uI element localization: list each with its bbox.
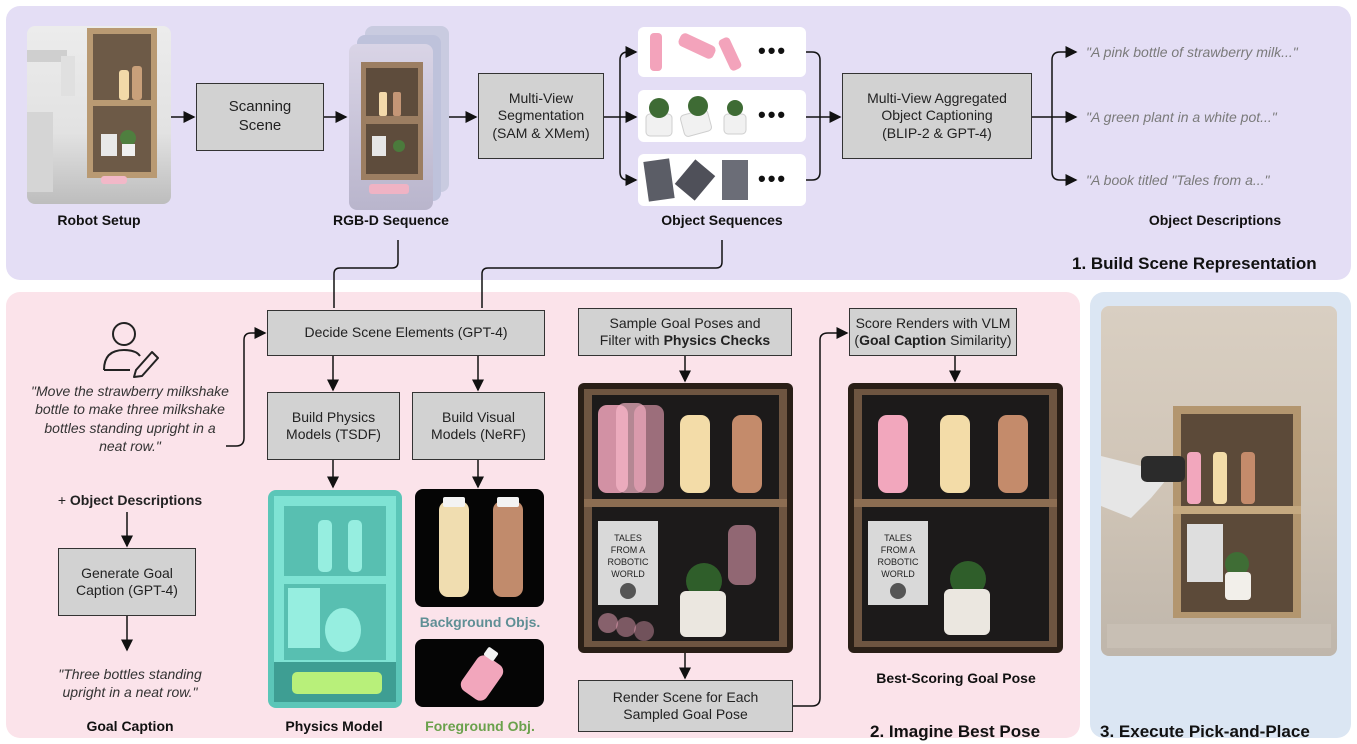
plus-object-descriptions: + Object Descriptions [30,492,230,508]
object-descriptions-label: Object Descriptions [1148,212,1282,228]
svg-text:TALES: TALES [614,533,642,543]
section-imagine-title: 2. Imagine Best Pose [870,722,1041,741]
section-execute-title: 3. Execute Pick-and-Place [1100,722,1310,741]
score-renders-box: Score Renders with VLM (Goal Caption Sim… [849,308,1017,356]
plus-object-descriptions-bold: Object Descriptions [69,492,203,508]
physics-model-label: Physics Model [285,718,383,734]
generate-goal-caption-box: Generate Goal Caption (GPT-4) [58,548,196,616]
svg-text:ROBOTIC: ROBOTIC [607,557,649,567]
object-sequence-plant [638,90,806,142]
sample-goal-poses-prefix: Filter with [599,332,664,348]
svg-text:WORLD: WORLD [881,569,915,579]
foreground-obj-label: Foreground Obj. [425,718,535,734]
svg-text:ROBOTIC: ROBOTIC [877,557,919,567]
score-renders-line2: (Goal Caption Similarity) [854,332,1011,350]
robot-setup-label: Robot Setup [57,212,141,228]
score-renders-rest: Similarity) [946,332,1012,348]
section-build-title: 1. Build Scene Representation [1072,254,1317,273]
segmentation-box: Multi-View Segmentation (SAM & XMem) [478,73,604,159]
ellipsis-milk: ••• [758,38,788,63]
background-objs-image [415,489,544,607]
sample-goal-poses-line1: Sample Goal Poses and [609,314,761,331]
best-scoring-label: Best-Scoring Goal Pose [876,670,1036,686]
score-renders-open: ( [854,332,860,348]
svg-text:TALES: TALES [884,533,912,543]
plus-prefix: + [57,492,70,508]
physics-checks-bold: Physics Checks [663,332,771,348]
user-instruction: "Move the strawberry milkshake bottle to… [31,383,229,455]
svg-text:FROM A: FROM A [611,545,646,555]
background-objs-label: Background Objs. [419,614,541,630]
svg-text:WORLD: WORLD [611,569,645,579]
build-visual-models-box: Build Visual Models (NeRF) [412,392,545,460]
render-scene-box: Render Scene for Each Sampled Goal Pose [578,680,793,732]
sample-goal-poses-line2: Filter with Physics Checks [600,332,770,350]
best-scoring-image: TALES FROM A ROBOTIC WORLD [848,383,1063,653]
ellipsis-book: ••• [758,166,788,191]
execute-photo [1101,306,1337,656]
object-sequence-milk [638,27,806,77]
user-edit-icon [100,320,160,378]
score-renders-line1: Score Renders with VLM [855,314,1011,331]
physics-model-image [268,490,402,708]
foreground-obj-image [415,639,544,707]
description-plant: "A green plant in a white pot..." [1086,109,1277,125]
goal-caption-text: "Three bottles standing upright in a nea… [58,666,202,701]
ellipsis-plant: ••• [758,102,788,127]
description-book: "A book titled "Tales from a..." [1086,172,1270,188]
object-sequences-label: Object Sequences [661,212,783,228]
captioning-box: Multi-View Aggregated Object Captioning … [842,73,1032,159]
decide-scene-elements-box: Decide Scene Elements (GPT-4) [267,310,545,356]
object-sequence-book [638,154,806,206]
description-milk: "A pink bottle of strawberry milk..." [1086,44,1298,60]
robot-setup-photo [27,26,171,204]
rgbd-sequence-label: RGB-D Sequence [333,212,449,228]
sample-goal-poses-box: Sample Goal Poses and Filter with Physic… [578,308,792,356]
goal-caption-label: Goal Caption [86,718,174,734]
rgbd-frame-front [349,44,433,210]
sampled-poses-image: TALES FROM A ROBOTIC WORLD [578,383,793,653]
build-physics-models-box: Build Physics Models (TSDF) [267,392,400,460]
goal-caption-bold: Goal Caption [859,332,947,348]
svg-text:FROM A: FROM A [881,545,916,555]
scanning-scene-box: Scanning Scene [196,83,324,151]
